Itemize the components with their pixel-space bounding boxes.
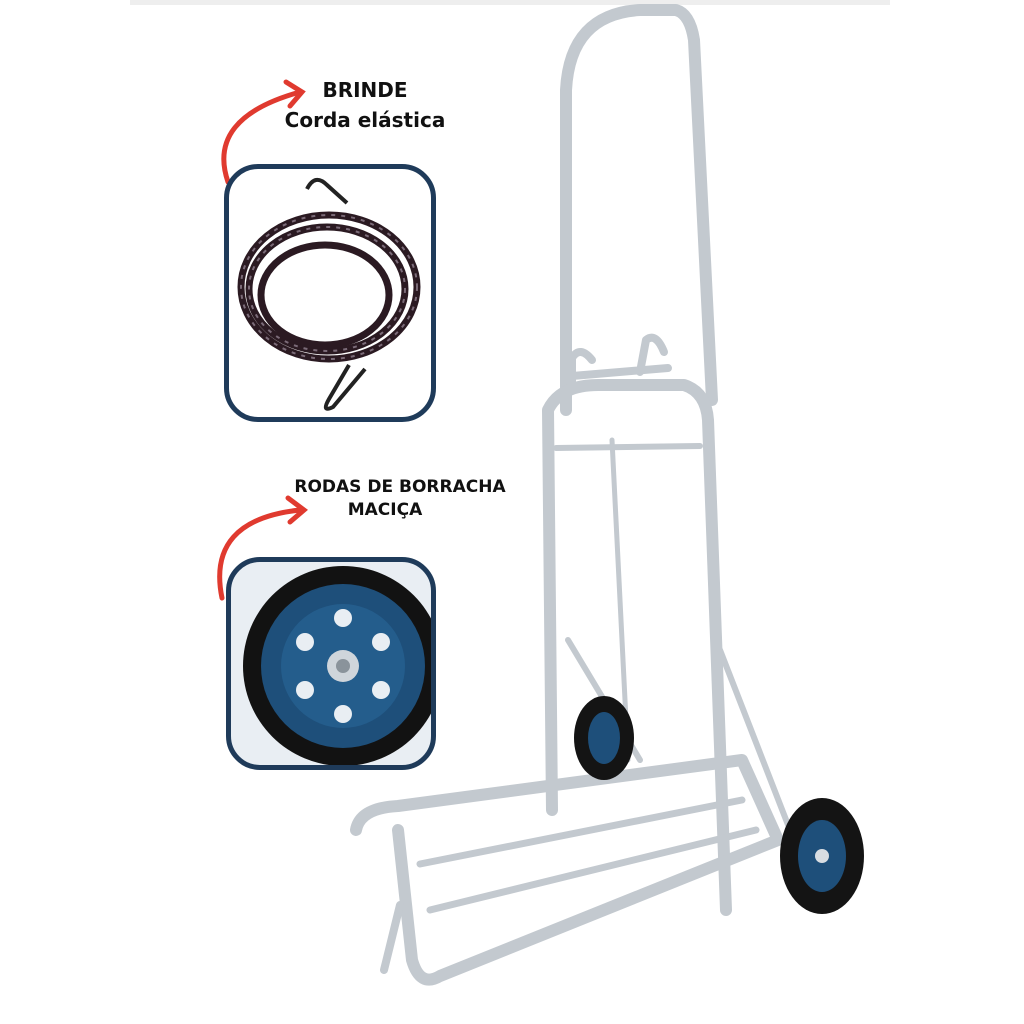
platform-rail-1 [416,796,746,868]
wheel-back [574,696,634,780]
crossbar-top [568,364,672,380]
wheel-front [780,798,864,914]
wheels-title-line1: RODAS DE BORRACHA [294,477,506,497]
rubber-wheel-photo [226,557,436,770]
elastic-rope-photo [224,164,436,422]
top-border-line [130,0,890,5]
platform-foot [380,901,404,974]
curved-arrow-icon [221,89,303,185]
brace-right [717,647,793,833]
hook-right [636,333,668,376]
gift-title: BRINDE [322,78,408,102]
crossbar-mid [553,443,703,451]
platform-frame [350,754,784,986]
hook-left [568,348,596,389]
handle-frame [560,4,718,416]
wheels-title-line2: MACIÇA [347,500,423,520]
gift-subtitle: Corda elástica [284,108,446,132]
curved-arrow-icon [217,507,303,601]
center-rod [609,437,631,763]
main-frame [542,379,732,916]
hook-top [305,177,349,205]
hook-bottom [323,363,367,411]
platform-rail-2 [426,826,760,914]
